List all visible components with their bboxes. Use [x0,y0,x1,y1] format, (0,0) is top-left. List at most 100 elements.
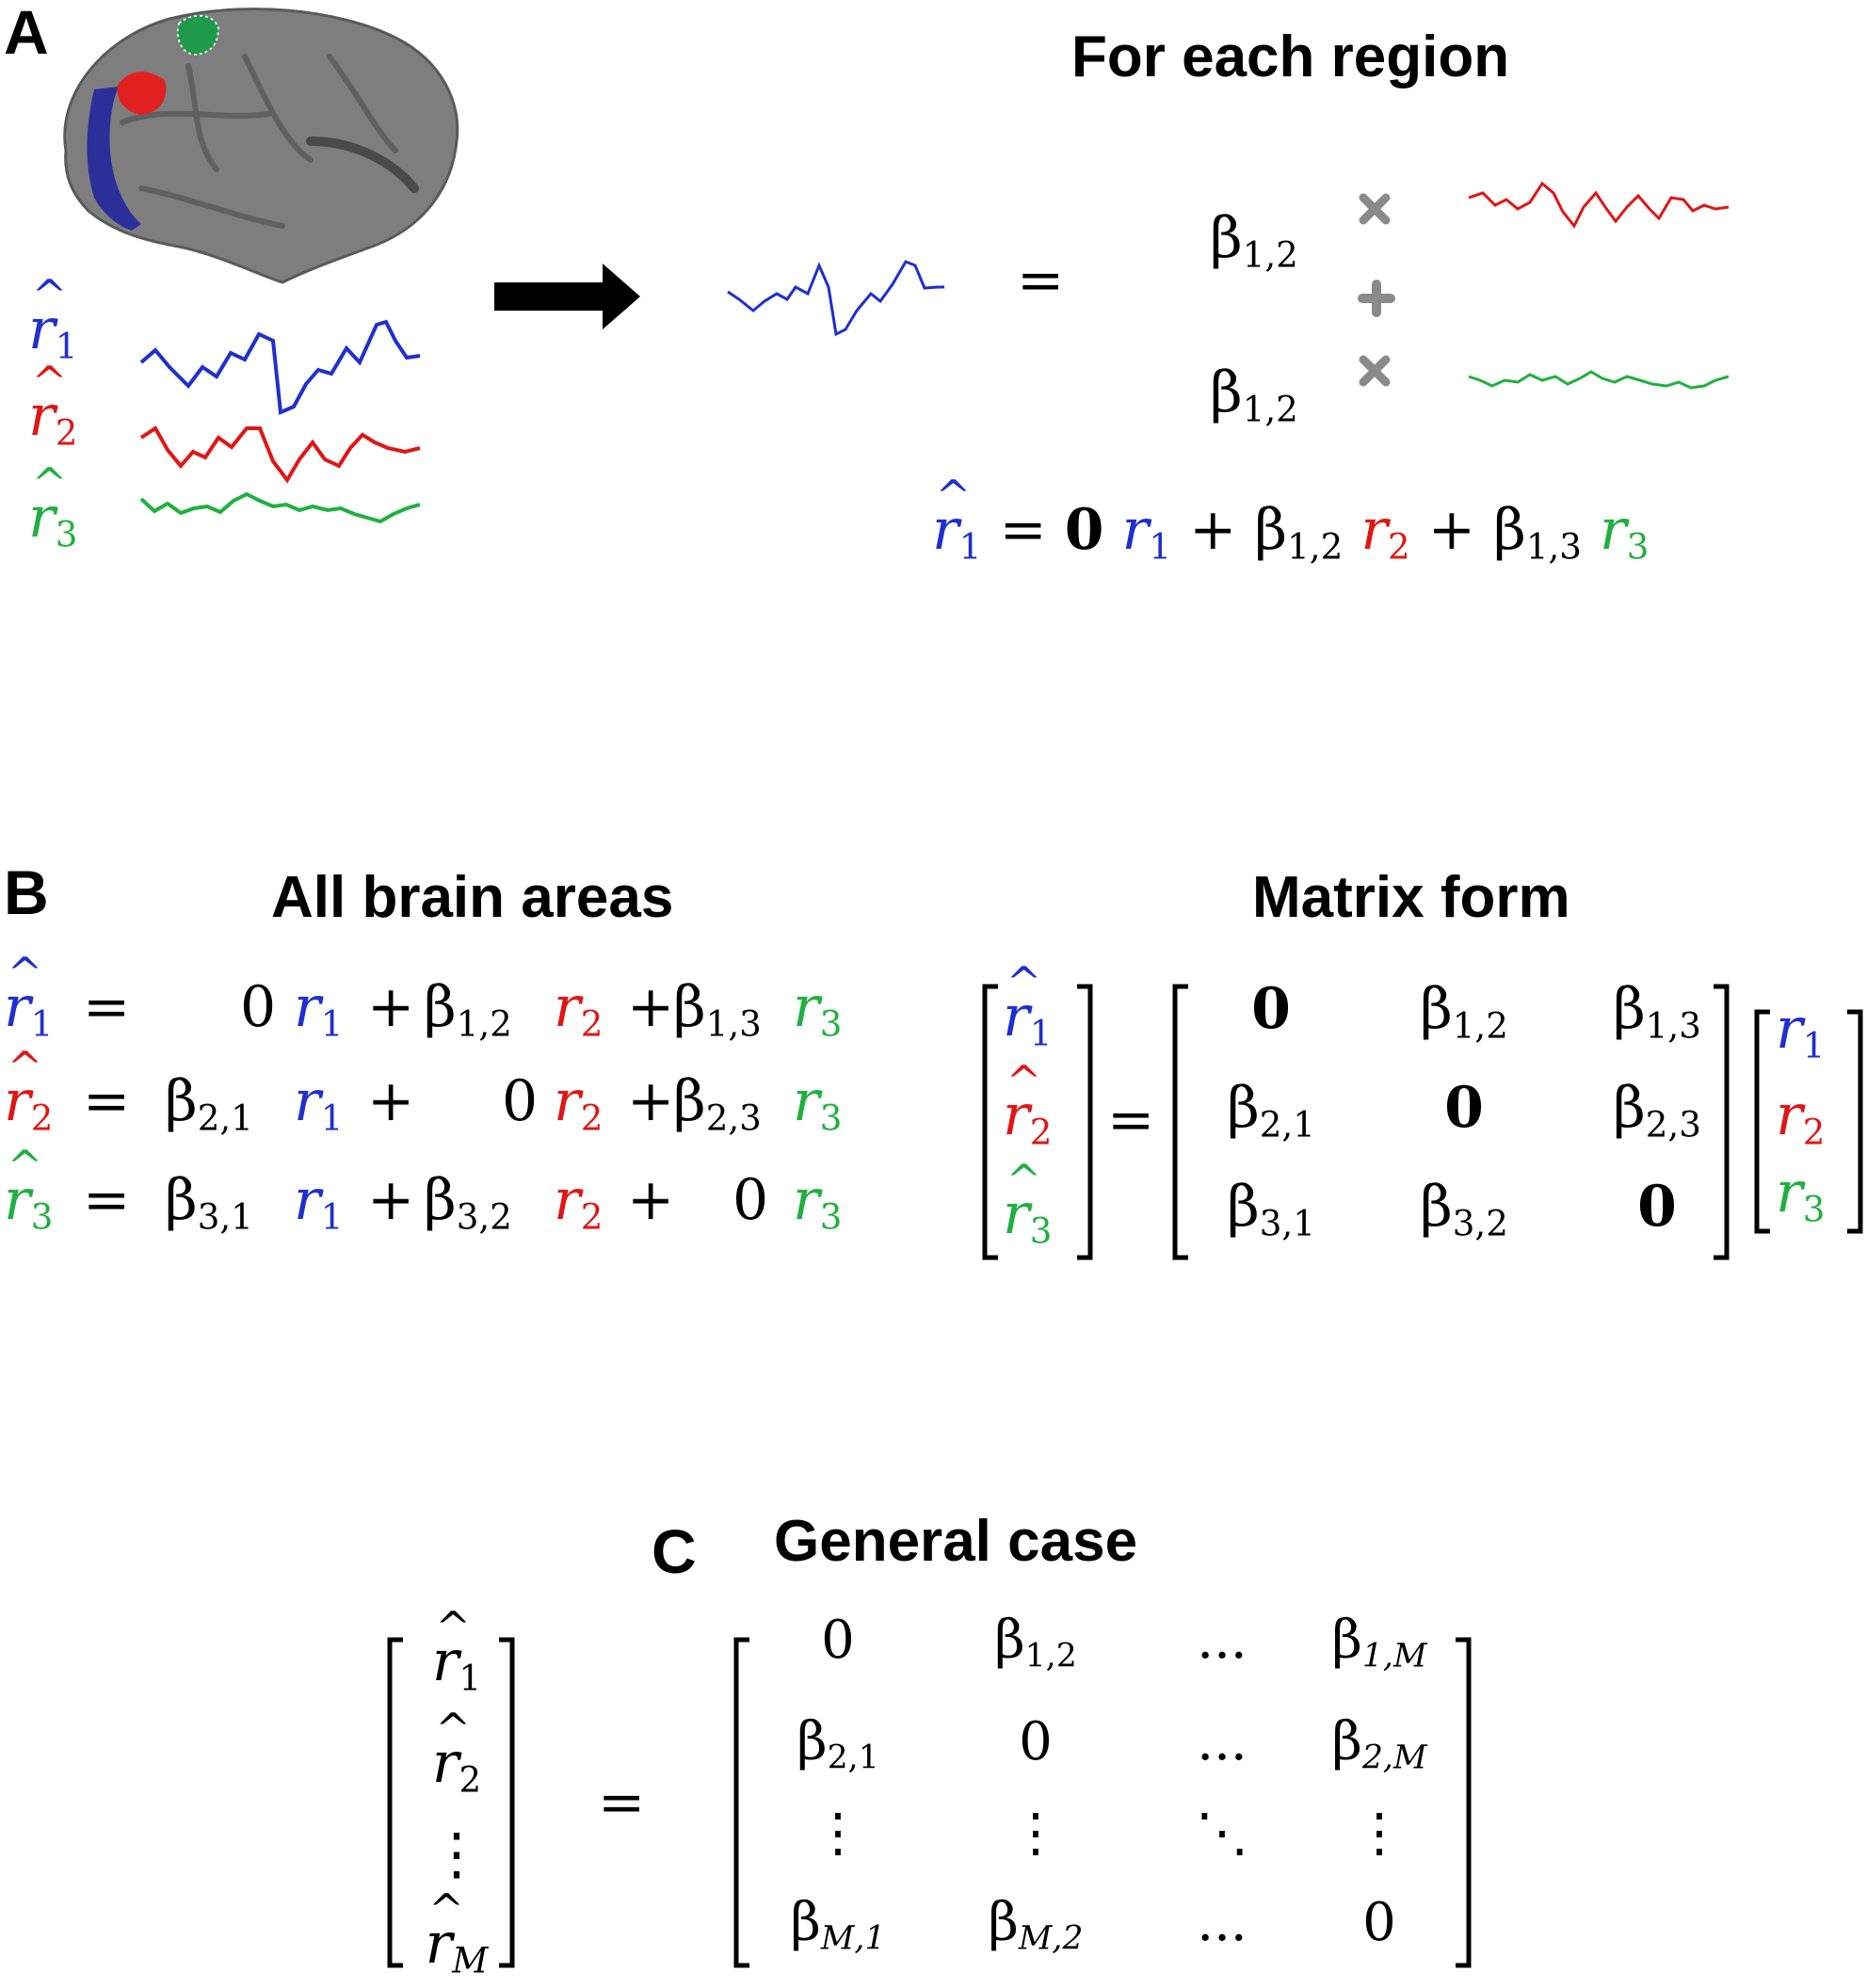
general-cell-1-2: β1,2 [994,1610,1077,1675]
matrix-cell-1-3: β1,3 [1613,976,1701,1047]
matrix-cell-2-1: β2,1 [1227,1075,1315,1146]
general-cell-2-4: β2,M [1331,1711,1427,1777]
matrix-equals: = [1107,1087,1155,1153]
matrix-lhs-3: r3 [1003,1155,1052,1251]
general-cell-1-4: β1,M [1331,1610,1427,1675]
eq-row-3-coef-3: 0 [732,1167,769,1233]
eq-row-1-lhs: r1 [4,948,53,1044]
eq-row-3-plus-1: + [367,1167,415,1233]
general-lhs-3: ⋮ [428,1821,485,1887]
multiply-icon [1359,193,1391,225]
matrix-bracket-lhs [982,984,1093,1260]
eq-row-3-var-3: r3 [793,1167,843,1238]
trace-r3-small [1468,370,1730,390]
eq-row-3-eq: = [83,1167,131,1233]
general-cell-1-3: ... [1197,1610,1247,1671]
general-cell-4-1: βM,1 [790,1892,886,1958]
panel-label-c: C [652,1516,697,1586]
matrix-cell-2-3: β2,3 [1613,1075,1701,1146]
beta-coefficient-top: β1,2 [1210,205,1298,276]
plus-icon [1358,280,1395,317]
formula-lhs: r1 [932,471,981,567]
formula-eq: = [999,497,1047,563]
eq-row-2-lhs: r2 [4,1042,53,1138]
eq-row-2-coef-3: β2,3 [673,1068,762,1139]
eq-row-2-plus-1: + [367,1068,415,1134]
general-bracket-beta [733,1637,1472,1968]
matrix-cell-2-2: 0 [1444,1075,1484,1141]
matrix-cell-1-1: 0 [1251,976,1291,1042]
trace-r2-small [1468,181,1730,229]
formula-beta-13: β1,3 [1493,497,1582,568]
formula-term-r2: r2 [1360,497,1410,568]
eq-row-2-var-1: r1 [294,1068,344,1139]
eq-row-1-var-1: r1 [294,974,344,1045]
eq-row-2-coef-1: β2,1 [165,1068,253,1139]
matrix-bracket-beta [1172,984,1730,1260]
general-equals: = [598,1770,646,1836]
matrix-cell-3-3: 0 [1637,1174,1677,1240]
general-lhs-1: r1 [414,1602,499,1698]
trace-r1 [139,319,421,415]
general-cell-2-3: ... [1197,1711,1247,1772]
matrix-lhs-2: r2 [1003,1056,1052,1152]
eq-row-1-var-3: r3 [793,974,843,1045]
eq-row-1-coef-3: β1,3 [673,974,762,1045]
eq-row-3-lhs: r3 [4,1141,53,1237]
general-cell-4-4: 0 [1362,1892,1396,1953]
panel-a-formula: r1 = 0 r1 + β1,2 r2 + β1,3 r3 [932,471,1650,568]
panel-a-row-label-1: r1 [28,270,77,366]
eq-row-3-coef-2: β3,2 [424,1167,512,1238]
eq-row-2-var-2: r2 [554,1068,604,1139]
general-cell-4-3: ... [1197,1892,1247,1953]
formula-term-r1: r1 [1121,497,1171,568]
general-cell-1-1: 0 [821,1610,855,1671]
brain-image [63,8,459,284]
general-lhs-4: rM [414,1884,499,1980]
general-cell-3-1: ⋮ [812,1803,864,1864]
formula-beta-12: β1,2 [1254,497,1344,568]
formula-plus-1: + [1189,497,1237,563]
general-lhs-2: r2 [414,1704,499,1800]
panel-label-b: B [4,858,49,927]
eq-row-3-plus-2: + [627,1167,675,1233]
panel-a-title: For each region [1071,24,1510,89]
eq-row-1-coef-1: 0 [240,974,277,1040]
eq-row-3-coef-1: β3,1 [165,1167,253,1238]
formula-zero: 0 [1064,497,1104,563]
eq-row-2-var-3: r3 [793,1068,843,1139]
eq-row-1-eq: = [83,974,131,1040]
matrix-rhs-2: r2 [1776,1082,1826,1153]
beta-coefficient-bottom: β1,2 [1210,360,1298,430]
eq-row-1-plus-2: + [627,974,675,1040]
panel-b-title-right: Matrix form [1252,865,1570,930]
general-cell-2-2: 0 [1019,1711,1053,1772]
panel-a-row-label-3: r3 [28,458,77,554]
matrix-cell-1-2: β1,2 [1420,976,1508,1047]
equals-sign: = [1017,248,1065,313]
panel-c-title: General case [774,1509,1138,1574]
matrix-rhs-3: r3 [1776,1160,1826,1230]
general-cell-3-2: ⋮ [1009,1803,1062,1864]
matrix-cell-3-2: β3,2 [1420,1174,1508,1244]
trace-r1-hat [727,260,944,337]
eq-row-1-var-2: r2 [554,974,604,1045]
general-cell-4-2: βM,2 [988,1892,1084,1958]
matrix-lhs-1: r1 [1003,957,1052,1053]
eq-row-3-var-2: r2 [554,1167,604,1238]
formula-term-r3: r3 [1600,497,1650,568]
right-arrow-icon [494,264,640,329]
panel-a-row-label-2: r2 [28,357,77,453]
eq-row-1-coef-2: β1,2 [424,974,512,1045]
multiply-icon-2 [1359,355,1391,387]
eq-row-1-plus-1: + [367,974,415,1040]
eq-row-2-plus-2: + [627,1068,675,1134]
matrix-bracket-rhs [1754,1009,1863,1234]
general-cell-2-1: β2,1 [797,1711,879,1777]
matrix-rhs-1: r1 [1776,996,1826,1066]
panel-b-title-left: All brain areas [271,865,674,930]
trace-r2 [139,425,421,484]
general-bracket-lhs [387,1637,515,1968]
panel-label-a: A [4,0,49,67]
